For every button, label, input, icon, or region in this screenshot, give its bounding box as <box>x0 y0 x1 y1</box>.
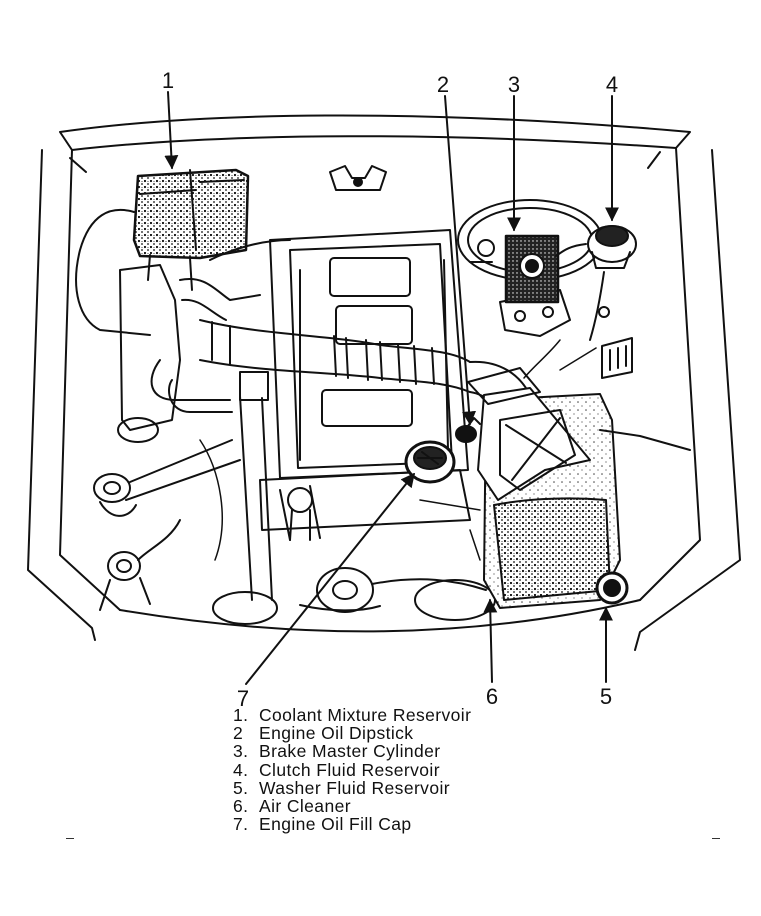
legend-item: 1. Coolant Mixture Reservoir <box>233 706 471 724</box>
legend-item: 3. Brake Master Cylinder <box>233 742 471 760</box>
legend-text: Washer Fluid Reservoir <box>259 777 450 798</box>
legend-item: 7. Engine Oil Fill Cap <box>233 815 471 833</box>
legend-number: 6. <box>233 796 249 817</box>
legend-text: Engine Oil Dipstick <box>259 723 414 744</box>
oil-dipstick-handle <box>455 417 481 443</box>
callout-leaders <box>164 91 619 685</box>
callout-numbers: 1 2 3 4 5 6 7 <box>162 68 618 711</box>
callout-2: 2 <box>437 72 449 97</box>
legend-text: Air Cleaner <box>259 796 351 817</box>
engine-block <box>259 229 471 541</box>
page-tick-right <box>712 838 720 839</box>
wiring <box>199 339 597 561</box>
callout-6: 6 <box>486 684 498 709</box>
legend-number: 5. <box>233 777 249 798</box>
engine-mount-left <box>93 439 241 611</box>
legend-number: 7. <box>233 814 249 835</box>
legend-item: 4. Clutch Fluid Reservoir <box>233 759 471 780</box>
engine-bay-outline <box>27 114 741 651</box>
legend-text: Engine Oil Fill Cap <box>259 814 412 835</box>
legend-item: 2 Engine Oil Dipstick <box>233 724 471 742</box>
legend-item: 5. Washer Fluid Reservoir <box>233 779 471 797</box>
callout-3: 3 <box>508 72 520 97</box>
air-cleaner <box>467 367 691 609</box>
clutch-fluid-reservoir <box>555 225 637 341</box>
legend-item: 6. Air Cleaner <box>233 797 471 815</box>
hood-latch <box>329 165 387 191</box>
brake-master-cylinder <box>504 234 560 304</box>
relay-bracket <box>601 337 633 379</box>
leader-7 <box>245 472 415 685</box>
oil-fill-cap <box>404 440 456 484</box>
legend-number: 1. <box>233 705 249 725</box>
intake-hose <box>199 319 531 431</box>
legend-number: 2 <box>233 723 244 744</box>
callout-4: 4 <box>606 72 618 97</box>
leader-1 <box>164 91 179 170</box>
callout-5: 5 <box>600 684 612 709</box>
legend-text: Clutch Fluid Reservoir <box>259 759 440 780</box>
callout-1: 1 <box>162 68 174 93</box>
legend-number: 4. <box>233 759 249 780</box>
washer-fluid-cap <box>595 571 629 605</box>
legend-text: Coolant Mixture Reservoir <box>259 705 472 725</box>
page-tick-left <box>66 838 74 839</box>
leader-6 <box>483 598 498 683</box>
legend-number: 3. <box>233 741 249 762</box>
leader-2 <box>444 95 477 426</box>
radiator-hoses <box>117 239 291 601</box>
callout-7: 7 <box>237 686 249 711</box>
pulleys <box>212 487 496 625</box>
coolant-reservoir <box>75 168 250 336</box>
legend-text: Brake Master Cylinder <box>259 741 441 762</box>
